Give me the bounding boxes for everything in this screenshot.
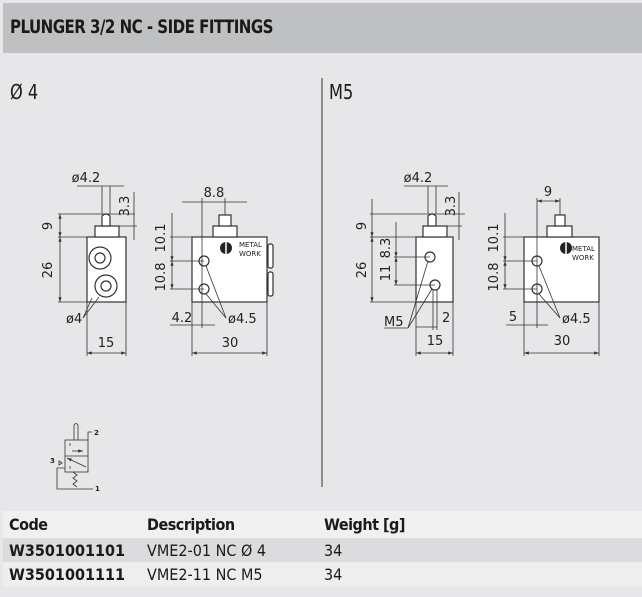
svg-text:10.8: 10.8 — [487, 263, 502, 292]
svg-text:WORK: WORK — [572, 254, 594, 262]
svg-text:26: 26 — [41, 262, 56, 279]
svg-text:15: 15 — [98, 336, 115, 351]
svg-text:9: 9 — [544, 185, 552, 200]
product-table: Code Description Weight [g] W3501001101 … — [3, 511, 642, 586]
svg-text:ø4: ø4 — [66, 312, 82, 327]
svg-text:30: 30 — [554, 334, 571, 349]
svg-text:10.1: 10.1 — [487, 224, 502, 253]
svg-text:10.1: 10.1 — [154, 224, 169, 253]
valve-symbol: 2 3 1 — [50, 423, 100, 493]
cell-description: VME2-01 NC Ø 4 — [141, 538, 318, 562]
svg-text:2: 2 — [442, 311, 450, 326]
svg-text:10.8: 10.8 — [154, 263, 169, 292]
svg-text:M5: M5 — [384, 315, 404, 330]
col-description: Description — [141, 511, 318, 538]
right-front-view: 9 26 8.3 11 ø4.2 3.3 M5 2 15 — [355, 171, 465, 356]
svg-text:ø4.2: ø4.2 — [404, 171, 433, 186]
title-band — [3, 3, 642, 53]
section-right-title: M5 — [329, 80, 354, 104]
left-front-view: 9 26 ø4.2 3.3 ø4 15 — [41, 171, 137, 356]
cell-weight: 34 — [318, 562, 642, 586]
table-row: W3501001101 VME2-01 NC Ø 4 34 — [3, 538, 642, 562]
svg-text:3.3: 3.3 — [118, 196, 133, 217]
svg-text:30: 30 — [222, 336, 239, 351]
cell-weight: 34 — [318, 538, 642, 562]
cell-description: VME2-11 NC M5 — [141, 562, 318, 586]
svg-text:5: 5 — [509, 310, 517, 325]
svg-text:11: 11 — [379, 265, 394, 282]
svg-text:8.8: 8.8 — [204, 186, 225, 201]
svg-text:1: 1 — [95, 485, 100, 493]
col-code: Code — [3, 511, 141, 538]
svg-text:15: 15 — [427, 334, 444, 349]
table-header: Code Description Weight [g] — [3, 511, 642, 538]
cell-code: W3501001111 — [3, 562, 141, 586]
svg-text:METAL: METAL — [239, 241, 262, 249]
svg-text:4.2: 4.2 — [172, 311, 193, 326]
svg-text:9: 9 — [41, 222, 56, 230]
svg-text:ø4.5: ø4.5 — [228, 312, 257, 327]
svg-text:ø4.5: ø4.5 — [562, 312, 591, 327]
cell-code: W3501001101 — [3, 538, 141, 562]
section-left-title: Ø 4 — [10, 80, 39, 104]
svg-text:8.3: 8.3 — [379, 238, 394, 259]
svg-text:ø4.2: ø4.2 — [72, 171, 101, 186]
svg-text:3.3: 3.3 — [444, 196, 459, 217]
page-title: PLUNGER 3/2 NC - SIDE FITTINGS — [10, 16, 274, 38]
svg-text:26: 26 — [355, 262, 370, 279]
table-row: W3501001111 VME2-11 NC M5 34 — [3, 562, 642, 586]
svg-text:WORK: WORK — [239, 250, 261, 258]
svg-text:3: 3 — [50, 457, 55, 465]
svg-text:METAL: METAL — [572, 245, 595, 253]
col-weight: Weight [g] — [318, 511, 642, 538]
svg-text:9: 9 — [355, 222, 370, 230]
svg-text:2: 2 — [94, 429, 99, 437]
